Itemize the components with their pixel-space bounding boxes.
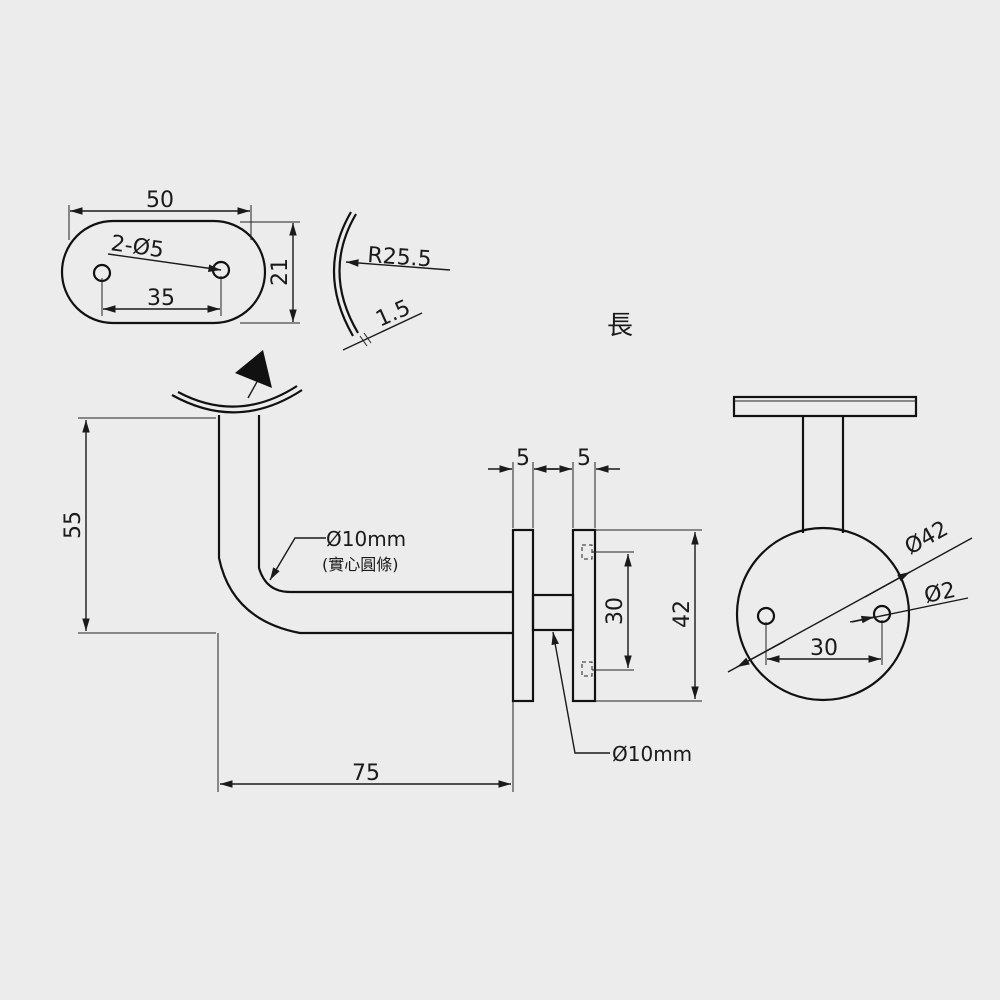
front-hole-left: [756, 606, 776, 626]
front-view: Ø42 Ø2 30: [727, 395, 973, 702]
plate-outline: [60, 219, 267, 325]
arc-thickness-label: 1.5: [372, 295, 414, 332]
connector-stem: [531, 593, 575, 632]
arc-radius-label: R25.5: [367, 243, 433, 272]
arc-section-view: R25.5 1.5: [332, 211, 451, 351]
flange-hole-spacing-label: 30: [603, 597, 628, 625]
stem-diameter-label: Ø10mm: [612, 742, 692, 766]
plate-view: 50 21 2-Ø5 35: [60, 188, 300, 325]
rod-diameter-label: Ø10mm: [326, 527, 406, 551]
drawing-title: 長: [607, 311, 633, 341]
saddle-curve-outer: [171, 389, 303, 414]
flange-thickness-1-label: 5: [516, 446, 530, 471]
plate-hole-spacing-label: 35: [147, 286, 175, 311]
saddle-curve-inner: [177, 385, 298, 408]
flange-height-label: 42: [670, 600, 695, 628]
side-length-label: 75: [352, 761, 380, 786]
side-view: 55 75 Ø10mm (實心圓條) 5 5 30 42 Ø10mm: [61, 350, 702, 792]
rod-solid-note: (實心圓條): [322, 555, 399, 574]
front-hole-label: Ø2: [922, 578, 958, 609]
front-hole-spacing-label: 30: [810, 636, 838, 661]
flange-plate-1: [511, 528, 535, 703]
flange-plate-2: [571, 528, 597, 703]
section-arrow-triangle: [235, 350, 272, 388]
plate-width-label: 50: [146, 188, 174, 213]
plate-holes-label: 2-Ø5: [109, 231, 165, 263]
arc-outer: [338, 213, 359, 334]
rod-inner: [257, 415, 513, 594]
flange-thickness-2-label: 5: [577, 446, 591, 471]
front-base-disc: [735, 526, 911, 702]
plate-height-label: 21: [268, 258, 293, 286]
arc-inner: [332, 211, 354, 337]
rod-outer: [217, 415, 513, 635]
front-top-bar: [732, 395, 918, 418]
side-height-label: 55: [61, 511, 86, 539]
